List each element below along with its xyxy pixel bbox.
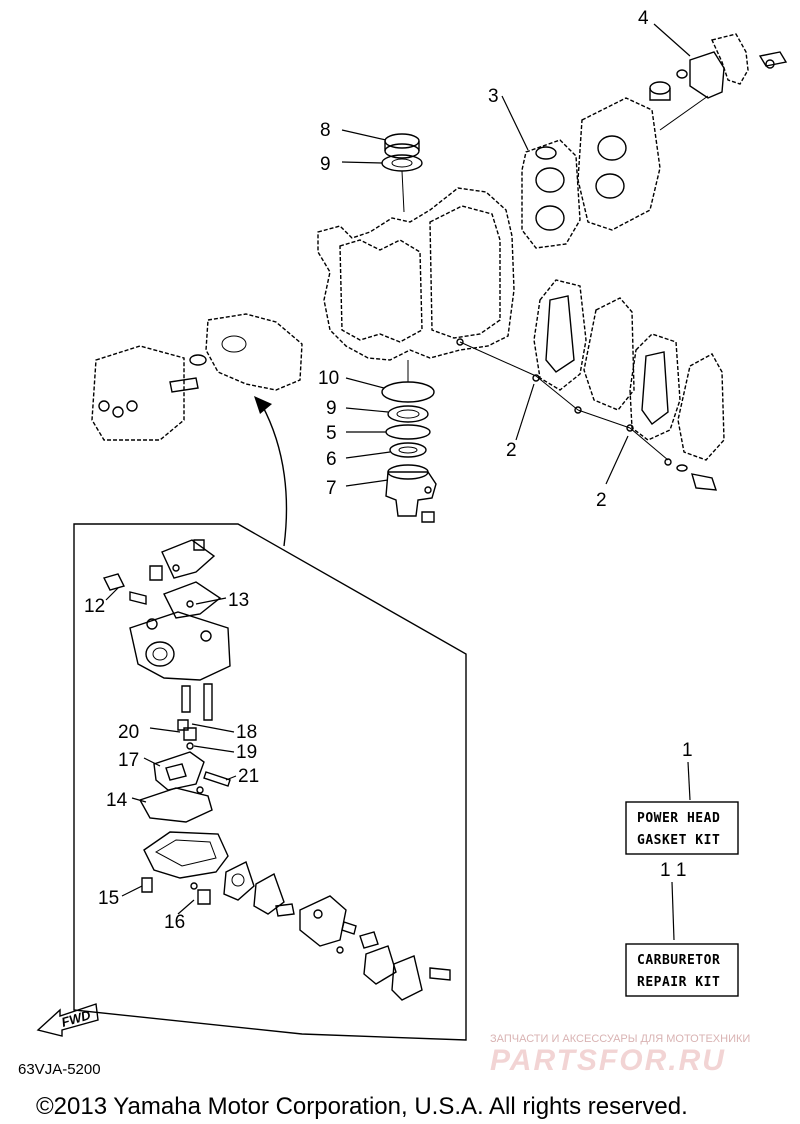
callout-1: 1	[682, 740, 693, 761]
cylinder-head-parts	[521, 33, 788, 249]
carburetor-assembly	[102, 539, 451, 1001]
callout-5: 5	[326, 423, 337, 444]
exhaust-gasket-2b	[629, 333, 681, 441]
callout-12: 12	[84, 596, 105, 617]
callout-17: 17	[118, 750, 139, 771]
callout-10: 10	[318, 368, 339, 389]
watermark-brand: PARTSFOR.RU	[490, 1044, 726, 1077]
fuel-pump-gasket-a	[223, 861, 255, 901]
power-head-kit-line1: POWER HEAD	[637, 811, 720, 826]
fwd-direction-arrow: FWD	[36, 1003, 99, 1037]
callout-18: 18	[236, 722, 257, 743]
callout-7: 7	[326, 478, 337, 499]
bearing-housing-7	[385, 471, 437, 517]
bearing-6	[389, 442, 427, 458]
float-bowl-gasket-14	[138, 787, 213, 823]
float-bowl	[143, 831, 229, 879]
head-gasket-3	[521, 139, 581, 249]
callout-9-lower: 9	[326, 398, 337, 419]
intake-silencer-assembly	[91, 313, 303, 441]
exhaust-gaskets	[459, 279, 725, 491]
power-head-kit-box	[625, 801, 739, 855]
leader-lines	[105, 23, 691, 941]
callout-3: 3	[488, 86, 499, 107]
float-pin-21	[203, 771, 231, 787]
carburetor-repair-kit: CARBURETOR REPAIR KIT	[625, 943, 739, 997]
fwd-arrow-icon	[36, 1003, 99, 1037]
powerhead-assembly	[317, 133, 515, 523]
cylinder-head-cover	[577, 97, 661, 231]
diagram-code: 63VJA-5200	[18, 1061, 101, 1078]
cylinder-block	[317, 187, 515, 361]
watermark-tagline: ЗАПЧАСТИ И АКСЕССУАРЫ ДЛЯ МОТОТЕХНИКИ	[490, 1033, 750, 1045]
intake-manifold	[205, 313, 303, 391]
carburetor-kit-line2: REPAIR KIT	[637, 975, 720, 990]
callout-16: 16	[164, 912, 185, 933]
float-17	[153, 751, 205, 791]
callout-2-b: 2	[596, 490, 607, 511]
carburetor-body	[129, 611, 231, 681]
callout-15: 15	[98, 888, 119, 909]
copyright-notice: ©2013 Yamaha Motor Corporation, U.S.A. A…	[36, 1093, 688, 1120]
exhaust-gasket-2a	[533, 279, 587, 391]
callout-2-a: 2	[506, 440, 517, 461]
callout-21: 21	[238, 766, 259, 787]
carburetor-kit-box	[625, 943, 739, 997]
callout-numbers: 4 3 8 9 10 9 5 6 7 2 2 1 1 1 12 13 20 18…	[84, 8, 693, 933]
silencer-box	[91, 345, 185, 441]
callout-4: 4	[638, 8, 649, 29]
callout-9-top: 9	[320, 154, 331, 175]
callout-14: 14	[106, 790, 128, 811]
callout-19: 19	[236, 742, 257, 763]
callout-11: 1 1	[660, 860, 686, 881]
o-ring-5	[385, 424, 431, 440]
callout-8: 8	[320, 120, 331, 141]
carburetor-detail-frame	[73, 523, 467, 1041]
assembly-arrow	[261, 404, 288, 547]
callout-13: 13	[228, 590, 249, 611]
seal-9-lower	[387, 405, 429, 423]
power-head-kit-line2: GASKET KIT	[637, 833, 720, 848]
thermostat-cover	[711, 33, 749, 85]
gasket-10	[381, 381, 435, 403]
callout-20: 20	[118, 722, 139, 743]
fuel-pump	[299, 895, 347, 947]
callout-6: 6	[326, 449, 337, 470]
power-head-gasket-kit: POWER HEAD GASKET KIT	[625, 801, 739, 855]
carburetor-kit-line1: CARBURETOR	[637, 953, 720, 968]
